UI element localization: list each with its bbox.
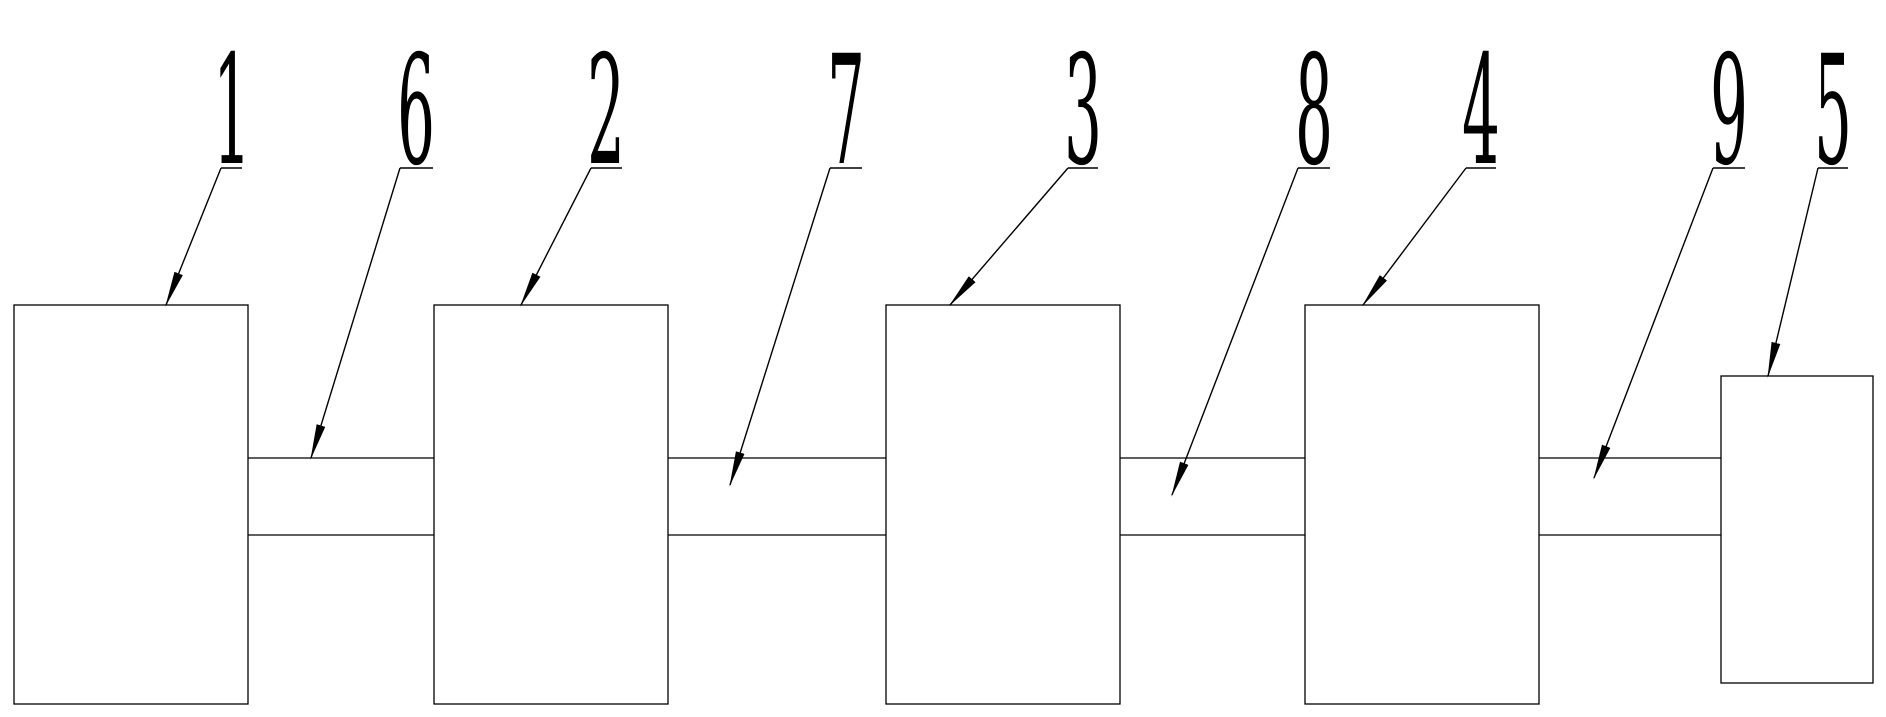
- leader-7: [729, 167, 862, 487]
- connector-7: [668, 457, 886, 536]
- label-9: 9: [1710, 23, 1748, 199]
- block-5: [1720, 375, 1874, 684]
- connector-6: [248, 457, 434, 536]
- leader-2: [520, 167, 622, 307]
- label-1: 1: [213, 23, 251, 199]
- label-5: 5: [1814, 23, 1852, 199]
- leader-3: [948, 167, 1098, 307]
- label-6: 6: [397, 23, 435, 199]
- block-2: [433, 304, 669, 705]
- block-4: [1304, 304, 1540, 705]
- leader-9: [1593, 167, 1745, 480]
- label-3: 3: [1064, 23, 1102, 199]
- label-8: 8: [1295, 23, 1333, 199]
- leader-8: [1171, 167, 1330, 497]
- connector-8: [1120, 457, 1305, 536]
- leader-1: [165, 167, 242, 307]
- block-3: [885, 304, 1121, 705]
- connector-9: [1539, 457, 1721, 536]
- leader-5: [1767, 167, 1848, 378]
- label-4: 4: [1462, 23, 1500, 199]
- label-7: 7: [827, 23, 865, 199]
- leader-4: [1361, 167, 1496, 307]
- block-1: [13, 304, 249, 705]
- label-2: 2: [587, 23, 625, 199]
- leader-6: [310, 167, 433, 460]
